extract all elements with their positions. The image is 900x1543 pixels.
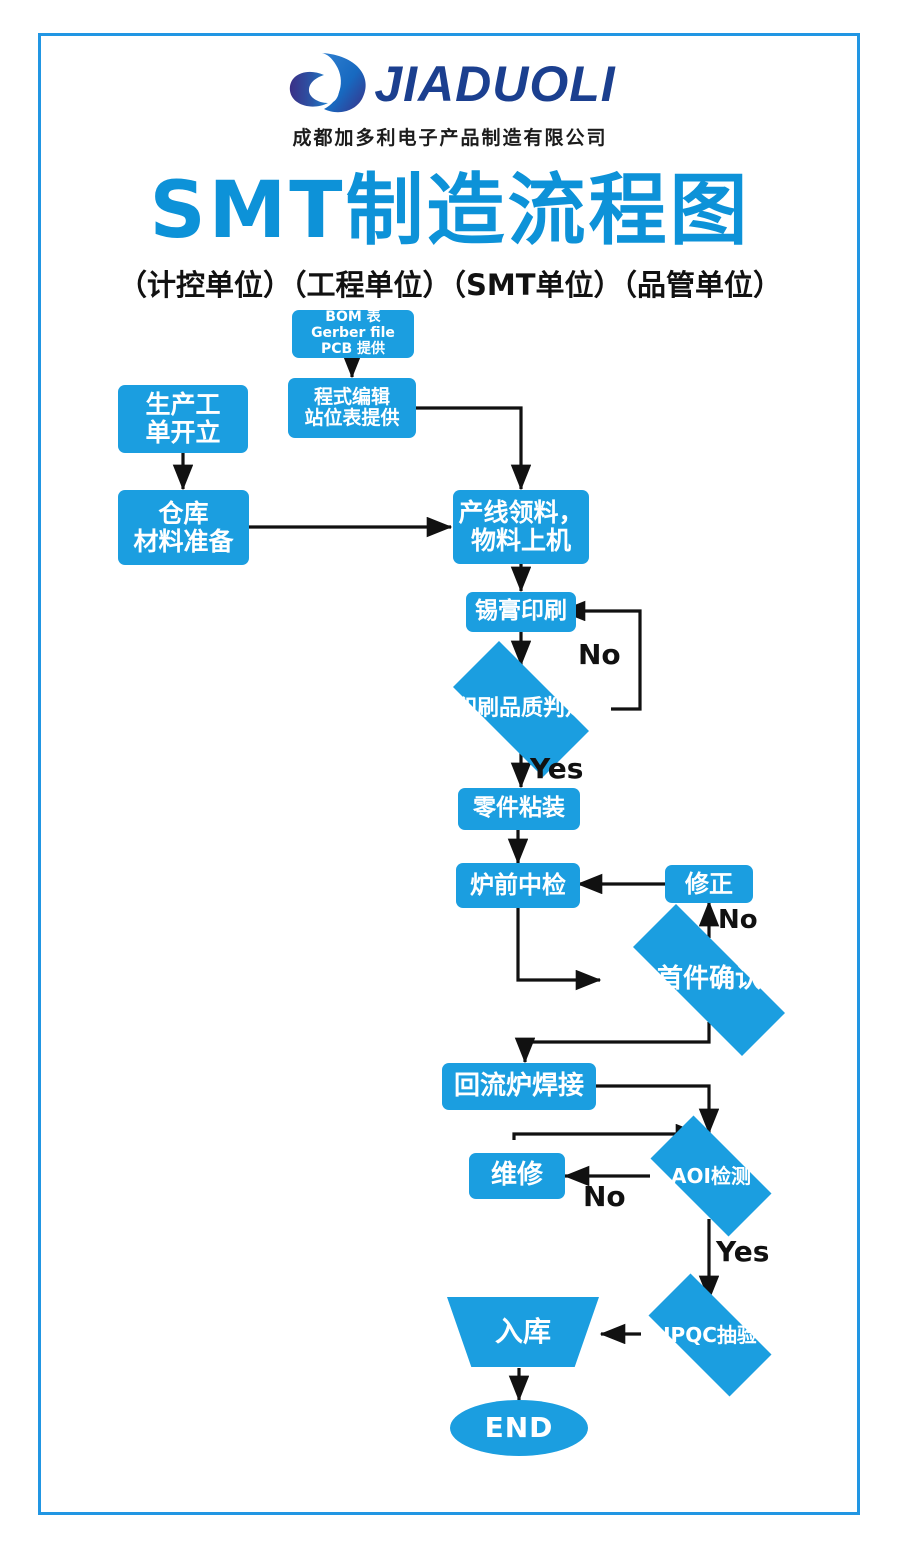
node-preoven-label: 炉前中检 xyxy=(470,871,566,900)
edge-label-no-aoi: No xyxy=(583,1180,626,1213)
edge-reflow-to-aoi xyxy=(596,1084,720,1135)
node-warehouse[interactable]: 仓库 材料准备 xyxy=(118,490,249,565)
node-workorder[interactable]: 生产工 单开立 xyxy=(118,385,248,453)
edge-repair-to-aoi xyxy=(512,1123,702,1145)
node-warehouse-line2: 材料准备 xyxy=(133,526,234,556)
company-name: 成都加多利电子产品制造有限公司 xyxy=(292,127,608,149)
node-workorder-line2: 单开立 xyxy=(145,418,221,447)
node-bom-line3: PCB 提供 xyxy=(320,340,386,357)
stylized-d-logo-icon xyxy=(290,53,367,113)
edge-label-yes-print: Yes xyxy=(530,752,584,785)
node-ipqc[interactable]: IPQC抽验 xyxy=(629,1273,791,1397)
node-reflow-label: 回流炉焊接 xyxy=(453,1070,584,1101)
node-pickup-line1: 产线领料， xyxy=(458,498,584,527)
node-bom-line2: Gerber file xyxy=(311,325,395,342)
node-solderpaste[interactable]: 锡膏印刷 xyxy=(466,592,576,632)
node-aoi-label: AOI检测 xyxy=(671,1163,751,1188)
edge-label-no-print: No xyxy=(578,638,621,671)
node-repair-label: 维修 xyxy=(490,1160,543,1191)
node-program-line2: 站位表提供 xyxy=(304,407,400,429)
node-stockin[interactable]: 入库 xyxy=(447,1297,599,1367)
node-warehouse-line1: 仓库 xyxy=(158,498,209,528)
trapezoid-shape xyxy=(447,1297,599,1367)
page-border-frame xyxy=(38,33,860,1515)
logo-row: JIADUOLI xyxy=(0,48,900,120)
node-bom[interactable]: BOM 表 Gerber file PCB 提供 xyxy=(292,310,414,358)
node-reflow[interactable]: 回流炉焊接 xyxy=(442,1063,596,1110)
node-bom-line1: BOM 表 xyxy=(325,309,381,326)
node-firstart[interactable]: 首件确认 xyxy=(600,904,818,1056)
logo-wordmark: JIADUOLI xyxy=(374,56,616,112)
node-pickup-line2: 物料上机 xyxy=(470,526,571,555)
edge-preoven-to-firstart xyxy=(516,908,602,991)
node-program[interactable]: 程式编辑 站位表提供 xyxy=(288,378,416,438)
node-aoi[interactable]: AOI检测 xyxy=(633,1115,789,1237)
node-solderpaste-label: 锡膏印刷 xyxy=(475,598,567,625)
node-printqc-label: 印刷品质判定 xyxy=(454,695,587,721)
edge-label-yes-aoi: Yes xyxy=(716,1235,770,1268)
node-firstart-label: 首件确认 xyxy=(656,964,761,995)
node-ipqc-label: IPQC抽验 xyxy=(663,1322,757,1347)
edge-printqc-no-to-solderpaste xyxy=(559,600,642,711)
node-fix-label: 修正 xyxy=(685,869,733,898)
node-stockin-label: 入库 xyxy=(494,1315,551,1349)
node-fix[interactable]: 修正 xyxy=(665,865,753,903)
page-title: SMT制造流程图 xyxy=(149,166,751,256)
node-repair[interactable]: 维修 xyxy=(469,1153,565,1199)
node-end[interactable]: END xyxy=(450,1400,588,1456)
node-workorder-line1: 生产工 xyxy=(145,390,221,419)
edge-firstart-to-reflow xyxy=(514,1022,711,1064)
node-pickup[interactable]: 产线领料， 物料上机 xyxy=(453,490,589,564)
node-placement[interactable]: 零件粘装 xyxy=(458,788,580,830)
node-printqc[interactable]: 印刷品质判定 xyxy=(431,641,611,777)
header: JIADUOLI 成都加多利电子产品制造有限公司 xyxy=(0,48,900,150)
node-placement-label: 零件粘装 xyxy=(473,795,565,822)
node-end-label: END xyxy=(484,1411,554,1445)
node-preoven[interactable]: 炉前中检 xyxy=(456,863,580,908)
node-program-line1: 程式编辑 xyxy=(313,385,390,408)
edge-label-no-first: No xyxy=(718,905,758,935)
edge-program-to-pickup xyxy=(416,406,532,491)
page-subtitle: （计控单位）（工程单位）（SMT单位）（品管单位） xyxy=(117,268,783,302)
